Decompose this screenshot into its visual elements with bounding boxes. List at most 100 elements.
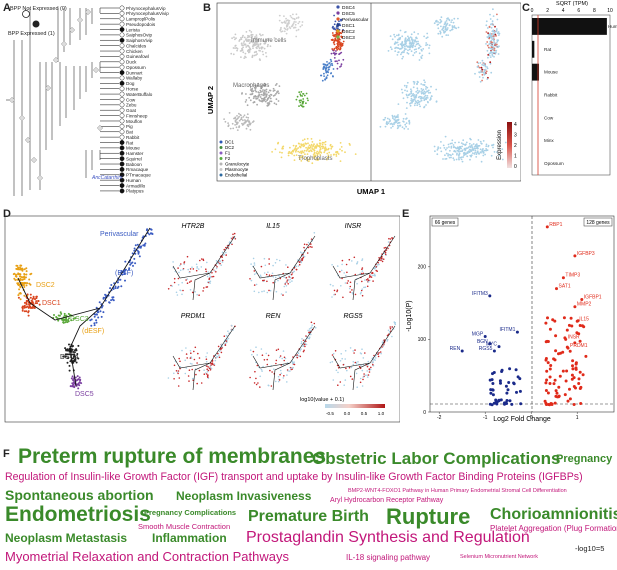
traj-point-dsc1 <box>17 296 20 299</box>
gene-point <box>193 358 196 361</box>
umap-point-expression <box>435 88 438 91</box>
umap-point-expression <box>481 150 483 152</box>
traj-point-esf <box>151 233 154 235</box>
gene-point <box>177 267 179 269</box>
umap-point-immune <box>287 21 290 24</box>
tip-state-marker <box>119 32 125 38</box>
taxon-label: Rabbit <box>126 135 140 140</box>
umap-point-expression <box>405 118 407 120</box>
umap-point-expression <box>430 85 432 88</box>
umap-point-macrophage <box>237 117 239 119</box>
gene-point <box>386 334 389 337</box>
gene-point <box>219 262 221 265</box>
umap-point-macrophage <box>275 98 278 101</box>
volcano-point-down <box>488 294 492 298</box>
gene-point <box>366 370 369 372</box>
term-platelet-aggregation: Platelet Aggregation (Plug Formation) <box>490 524 617 533</box>
gene-point <box>290 367 292 370</box>
gene-point <box>263 359 266 361</box>
gene-point <box>391 326 394 328</box>
umap-point-trophoblast <box>313 157 316 160</box>
volcano-point-up <box>579 402 583 405</box>
gene-lineage <box>172 355 211 369</box>
umap-point-trophoblast <box>313 147 316 149</box>
taxon-label: SaiphosOvip <box>126 33 152 38</box>
umap-point-expression <box>458 141 460 144</box>
umap-point-expression <box>439 22 441 24</box>
umap-point-expression <box>417 99 419 102</box>
gene-point <box>205 355 207 358</box>
expression-tick: 1 <box>514 154 517 160</box>
umap-point-expression <box>424 98 427 100</box>
umap-point-expression <box>479 151 482 154</box>
gene-point <box>286 381 288 383</box>
volcano-point-down <box>505 399 509 402</box>
umap-point-expression <box>391 114 394 117</box>
volcano-y-tick-label: 200 <box>418 265 427 271</box>
gene-point <box>198 294 200 296</box>
umap-point-macrophage <box>227 125 230 128</box>
umap-point-trophoblast <box>300 143 302 146</box>
taxon-label: Horse <box>126 87 139 92</box>
umap-point-expression <box>448 146 450 148</box>
umap-point-immune <box>236 49 238 52</box>
taxon-label: Duck <box>126 60 137 65</box>
gene-point <box>369 275 372 278</box>
umap-point-trophoblast <box>311 162 314 165</box>
umap-point-expression <box>439 147 442 149</box>
umap-point-expression <box>450 145 453 148</box>
volcano-gene-down: IFITM3 <box>472 291 488 297</box>
umap-point-expression <box>498 154 501 157</box>
umap-point-expression <box>447 153 450 156</box>
gene-point <box>173 277 176 280</box>
umap-point-immune <box>292 17 294 20</box>
umap-point-expression <box>454 141 456 144</box>
umap-point-trophoblast <box>329 144 332 147</box>
gene-point <box>348 366 351 369</box>
volcano-point-up <box>544 403 548 406</box>
umap-point-immune <box>295 21 297 23</box>
gene-point <box>339 381 342 383</box>
umap-point-trophoblast <box>349 144 351 146</box>
umap-point-expression <box>451 153 454 156</box>
volcano-point-up <box>554 334 558 338</box>
gene-point <box>374 268 376 270</box>
gene-point <box>345 367 347 370</box>
gene-point <box>230 242 232 244</box>
umap-point-stromal <box>324 78 326 81</box>
gene-point <box>366 376 369 378</box>
umap-point-expression <box>405 85 408 87</box>
gene-point <box>382 258 385 260</box>
traj-label-dsc3: DSC3 <box>70 316 89 323</box>
umap-point-expression <box>486 78 489 80</box>
umap-point-immune <box>283 21 286 24</box>
gene-point <box>278 379 281 381</box>
umap-point-immune <box>247 44 250 47</box>
traj-label-dsc5: DSC5 <box>75 391 94 398</box>
volcano-point-up <box>554 389 558 393</box>
umap-point-expression <box>393 118 396 121</box>
umap-point-stromal <box>331 26 334 29</box>
volcano-point-up <box>548 375 552 379</box>
umap-point-expression <box>442 29 445 32</box>
gene-point <box>378 263 380 266</box>
umap-point-macrophage <box>262 91 265 93</box>
gene-point <box>193 350 195 353</box>
traj-point-dsc4 <box>73 351 76 354</box>
tip-state-marker <box>119 5 125 11</box>
umap-point-immune <box>264 42 267 45</box>
umap-point-expression <box>417 40 419 43</box>
umap-point-expression <box>489 42 491 45</box>
gene-point <box>303 243 306 246</box>
umap-point-expression <box>480 160 483 163</box>
gene-point <box>356 263 358 265</box>
traj-point-esf <box>134 252 137 255</box>
traj-point-esf <box>148 233 151 236</box>
legend-not-expressed: BPP Not Expressed (0) <box>10 6 67 18</box>
umap-point-expression <box>426 100 429 103</box>
umap-point-stromal <box>333 34 336 37</box>
traj-point-dsc3 <box>62 321 65 324</box>
umap-point-expression <box>404 45 406 48</box>
umap-point-expression <box>429 97 432 99</box>
gene-point <box>358 365 361 368</box>
